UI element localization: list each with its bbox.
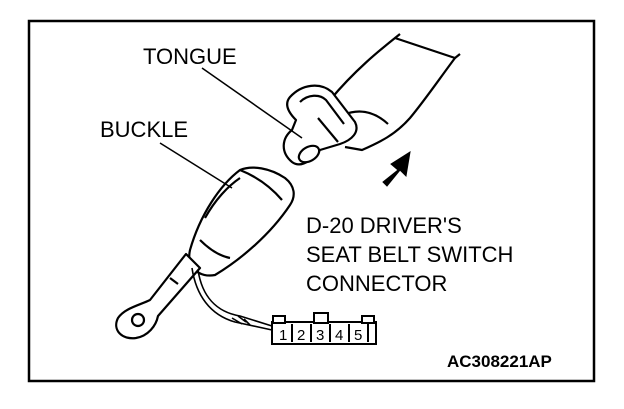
- insert-arrow-icon: [382, 150, 411, 187]
- switch-connector: 1 2 3 4 5: [271, 312, 377, 345]
- connector-pin-5: 5: [354, 327, 362, 344]
- connector-pin-3: 3: [316, 327, 324, 344]
- tongue-leader: [201, 67, 303, 139]
- figure-code: AC308221AP: [447, 352, 552, 371]
- buckle-anchor: [115, 252, 202, 340]
- connector-label-line-2: SEAT BELT SWITCH: [306, 242, 514, 267]
- connector-label-line-1: D-20 DRIVER'S: [306, 213, 462, 238]
- harness-wire: [191, 267, 273, 331]
- tongue-label: TONGUE: [143, 44, 237, 69]
- buckle-body: [188, 166, 295, 277]
- connector-label-line-3: CONNECTOR: [306, 271, 448, 296]
- connector-pin-2: 2: [297, 327, 305, 344]
- buckle-leader: [159, 142, 233, 189]
- figure-border: [27, 19, 596, 383]
- connector-pin-4: 4: [335, 327, 343, 344]
- buckle-label: BUCKLE: [100, 117, 189, 142]
- tongue-plate: [282, 84, 358, 166]
- connector-pin-1: 1: [279, 327, 287, 344]
